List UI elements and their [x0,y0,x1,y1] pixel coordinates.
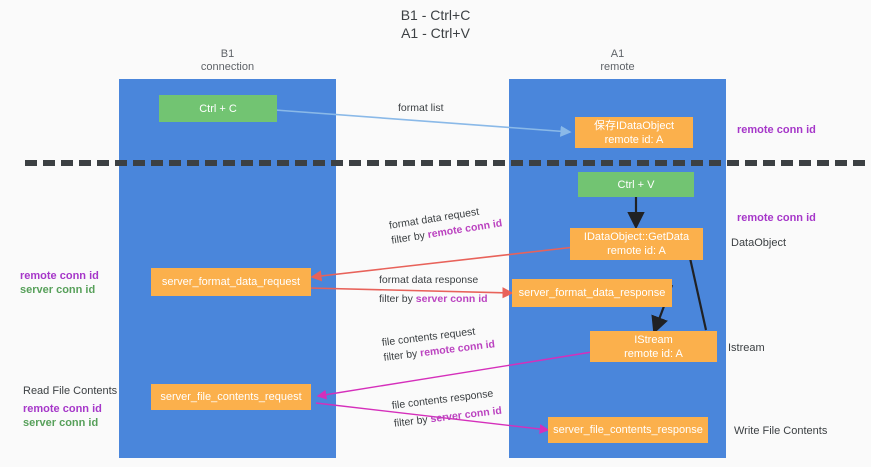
filter-by-prefix: filter by [393,413,432,430]
edge-label-file-contents-request: file contents request filter by remote c… [381,322,496,365]
box-idataobject-getdata-sub: remote id: A [607,245,666,257]
box-server-format-data-response[interactable]: server_format_data_response [512,279,672,307]
box-server-format-data-response-label: server_format_data_response [518,287,666,299]
box-save-idataobject-label: 保存IDataObject [593,119,675,132]
annotation-dataobject: DataObject [731,237,787,249]
annotation-left-bottom-server-conn-id: server conn id [23,417,99,429]
edge-label-format-data-response: format data response filter by server co… [379,273,488,307]
annotation-write-file-contents: Write File Contents [734,425,828,437]
annotation-left-mid-remote-conn-id: remote conn id [20,270,99,282]
column-header-a1-role: remote [600,61,635,73]
filter-by-prefix: filter by [382,347,421,364]
box-ctrl-c[interactable]: Ctrl + C [159,95,277,122]
title-line-2: A1 - Ctrl+V [401,25,470,41]
box-istream-sub: remote id: A [624,347,683,360]
box-idataobject-getdata[interactable]: IDataObject::GetData remote id: A [570,228,703,260]
box-server-file-contents-response-label: server_file_contents_response [553,424,703,436]
edge-label-format-data-request: format data request filter by remote con… [388,201,503,248]
column-header-b1-name: B1 [220,48,235,60]
page-title: B1 - Ctrl+C A1 - Ctrl+V [0,6,871,42]
annotation-right-top-remote-conn-id: remote conn id [737,124,816,136]
phase-divider [25,160,865,166]
box-istream[interactable]: IStream remote id: A [590,331,717,362]
annotation-left-bottom-remote-conn-id: remote conn id [23,403,102,415]
box-save-idataobject-sub: remote id: A [604,133,664,146]
column-header-b1: B1 connection [119,48,336,74]
edge-label-format-data-response-line2: filter by server conn id [379,292,488,307]
box-server-file-contents-request[interactable]: server_file_contents_request [151,384,311,410]
box-server-format-data-request-label: server_format_data_request [161,276,301,288]
box-ctrl-c-label: Ctrl + C [199,102,237,115]
filter-by-key: server conn id [415,293,488,305]
title-line-1: B1 - Ctrl+C [400,7,471,23]
edge-label-file-contents-response: file contents response filter by server … [391,386,503,432]
annotation-read-file-contents: Read File Contents [23,385,118,397]
box-istream-label: IStream [634,333,673,346]
edge-label-format-data-response-line1: format data response [379,274,479,286]
box-server-file-contents-request-label: server_file_contents_request [160,391,302,403]
column-header-a1: A1 remote [509,48,726,74]
filter-by-prefix: filter by [379,293,416,305]
annotation-right-mid-remote-conn-id: remote conn id [737,212,816,224]
box-ctrl-v-label: Ctrl + V [617,178,655,191]
box-server-file-contents-response[interactable]: server_file_contents_response [548,417,708,443]
annotation-left-mid-server-conn-id: server conn id [20,284,96,296]
box-save-idataobject[interactable]: 保存IDataObject remote id: A [575,117,693,148]
box-idataobject-getdata-label: IDataObject::GetData [583,231,690,243]
box-ctrl-v[interactable]: Ctrl + V [578,172,694,197]
column-header-b1-role: connection [200,61,255,73]
edge-label-format-list: format list [398,102,444,114]
column-header-a1-name: A1 [610,48,625,60]
annotation-istream: Istream [728,342,765,354]
box-server-format-data-request[interactable]: server_format_data_request [151,268,311,296]
